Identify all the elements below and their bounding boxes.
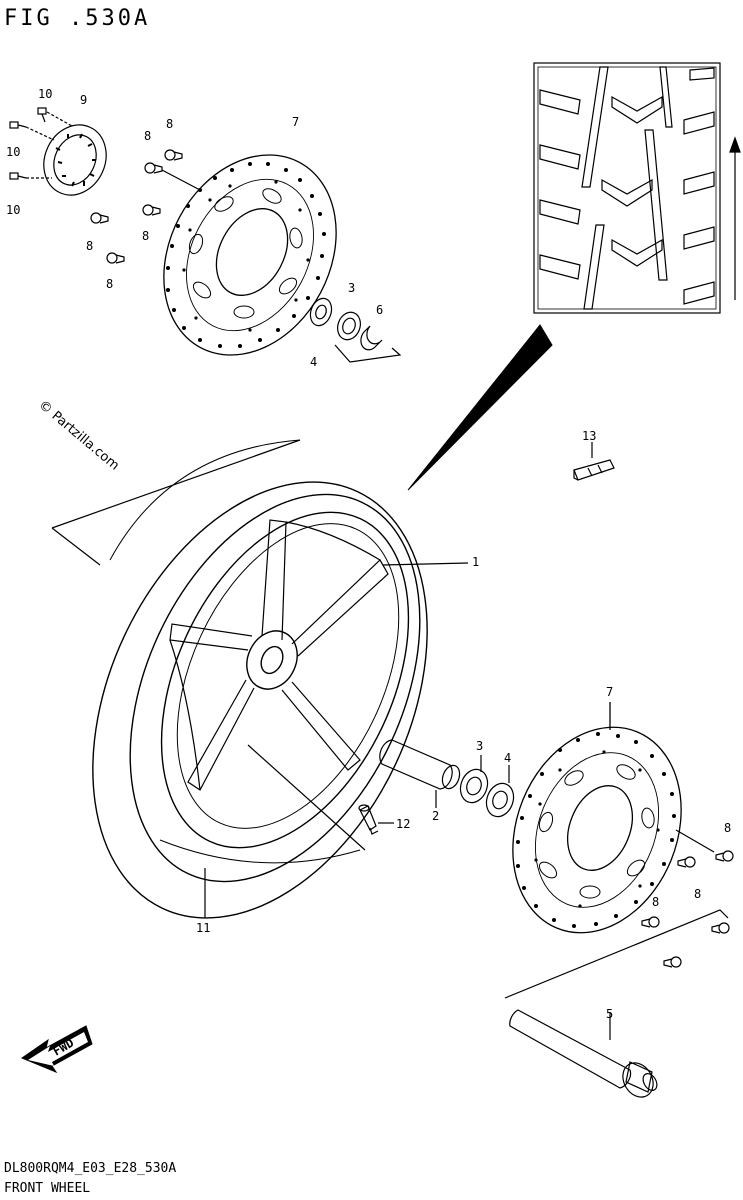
callout-3-lower: 3 [476,739,483,753]
tread-blocks-left [539,89,581,280]
figure-code: DL800RQM4_E03_E28_530A [4,1161,177,1176]
callout-8-c: 8 [142,229,149,243]
callout-7-upper: 7 [292,115,299,129]
callout-9: 9 [80,93,87,107]
rim-outer [160,511,410,849]
wheel-spokes [169,519,389,791]
callout-13: 13 [582,429,596,443]
callout-2: 2 [432,809,439,823]
tire-valve [358,804,394,835]
front-wheel-assembly [92,439,428,919]
tire-inner [129,493,421,883]
tread-grooves [581,66,673,310]
upper-brake-disc [163,154,337,356]
callout-5: 5 [606,1007,613,1021]
tire-outer [92,481,428,919]
rim-inner [176,523,400,829]
inset-pointer-wedge [407,324,553,491]
callout-8-d: 8 [86,239,93,253]
balance-weight [573,442,615,481]
disc-bolts-upper [90,149,201,264]
figure-title: FIG .530A [4,6,151,31]
callout-11: 11 [196,921,210,935]
upper-disc-holes [166,162,326,348]
callout-4-lower: 4 [504,751,511,765]
leader-lines [51,439,469,918]
callout-8-b: 8 [166,117,173,131]
disc-bolts-lower [641,829,734,968]
callout-8-h: 8 [652,895,659,909]
abs-sensor-ring [43,124,107,196]
callout-labels: 1 2 3 3 4 4 5 6 7 7 8 8 8 8 8 8 8 8 9 10… [6,87,731,1021]
callout-8-e: 8 [106,277,113,291]
upper-bearings [309,297,402,363]
callout-10-a: 10 [38,87,52,101]
callout-8-f: 8 [724,821,731,835]
abs-ring-screws [9,107,73,180]
callout-7-lower: 7 [606,685,613,699]
tread-blocks-right [683,67,715,305]
callout-3-upper: 3 [348,281,355,295]
callout-10-b: 10 [6,145,20,159]
lower-disc-holes [516,732,676,928]
lower-brake-disc [512,702,682,934]
callout-1: 1 [472,555,479,569]
tread-chevrons-center [601,95,663,267]
forward-direction-arrow: FWD [20,1025,93,1074]
callout-6: 6 [376,303,383,317]
callout-8-a: 8 [144,129,151,143]
front-axle [504,909,729,1098]
callout-8-g: 8 [694,887,701,901]
lower-bearings-spacer [379,739,515,818]
watermark: © Partzilla.com [35,398,121,474]
upper-disc-slots [188,188,303,319]
callout-4-upper: 4 [310,355,317,369]
figure-name: FRONT WHEEL [4,1181,91,1196]
lower-disc-slots [538,764,655,899]
callout-12: 12 [396,817,410,831]
tread-pattern-inset [533,62,741,314]
wheel-hub [246,630,298,690]
callout-10-c: 10 [6,203,20,217]
